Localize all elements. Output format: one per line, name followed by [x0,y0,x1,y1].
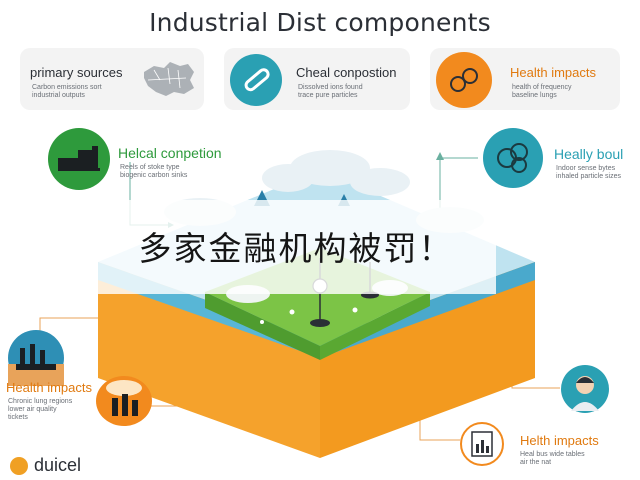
banner-overlay [96,200,496,294]
right-top-label: Heally boul [554,146,624,162]
left-bottom-label: Health impacts [6,380,92,395]
left-bottom-desc-line-3: tickets [8,414,28,421]
factory-icon [8,330,64,386]
card-label: primary sources [30,65,123,80]
card-desc-line-2: baseline lungs [512,92,557,99]
right-bottom-desc-line-2: air the nat [520,459,552,466]
left-bottom-desc-line-1: Chronic lung regions [8,398,73,405]
industrial-smoke-icon [96,376,152,426]
logo-text: duicel [34,455,82,475]
logo-mark-icon [10,456,28,475]
molecule-icon [483,128,543,188]
chain-link-icon [230,54,282,106]
left-top-desc-line-1: Reels of stoke type [120,164,180,171]
card-health-impacts[interactable]: Health impacts health of frequency basel… [430,48,620,110]
card-desc-line-1: Dissolved ions found [298,84,363,91]
card-desc-line-2: industrial outputs [32,92,85,99]
card-label: Cheal conpostion [296,65,397,80]
map-icon [144,62,194,96]
left-top-label: Helcal conpetion [118,145,222,161]
industry-vehicle-icon [48,128,110,190]
person-avatar-icon [561,365,609,413]
card-label: Health impacts [510,65,596,80]
card-chemical-composition[interactable]: Cheal conpostion Dissolved ions found tr… [224,48,410,110]
left-top-desc-line-2: biogenic carbon sinks [120,172,188,179]
card-desc-line-1: health of frequency [512,84,572,91]
card-primary-sources[interactable]: primary sources Carbon emissions sort in… [20,48,204,110]
right-bottom-desc-line-1: Heal bus wide tables [520,451,585,458]
page-title: Industrial Dist components [149,8,491,37]
link-icon [436,52,492,108]
right-top-desc-line-2: inhaled particle sizes [556,173,621,180]
card-desc-line-2: trace pure particles [298,92,358,99]
document-chart-icon [460,422,504,466]
banner-text: 多家金融机构被罚！ [138,229,454,268]
brand-logo[interactable]: duicel [10,455,81,476]
right-top-desc-line-1: Indoor sense bytes [556,165,616,172]
card-desc-line-1: Carbon emissions sort [32,84,102,91]
left-bottom-desc-line-2: lower air quality [8,406,57,413]
right-bottom-label: Helth impacts [520,433,599,448]
